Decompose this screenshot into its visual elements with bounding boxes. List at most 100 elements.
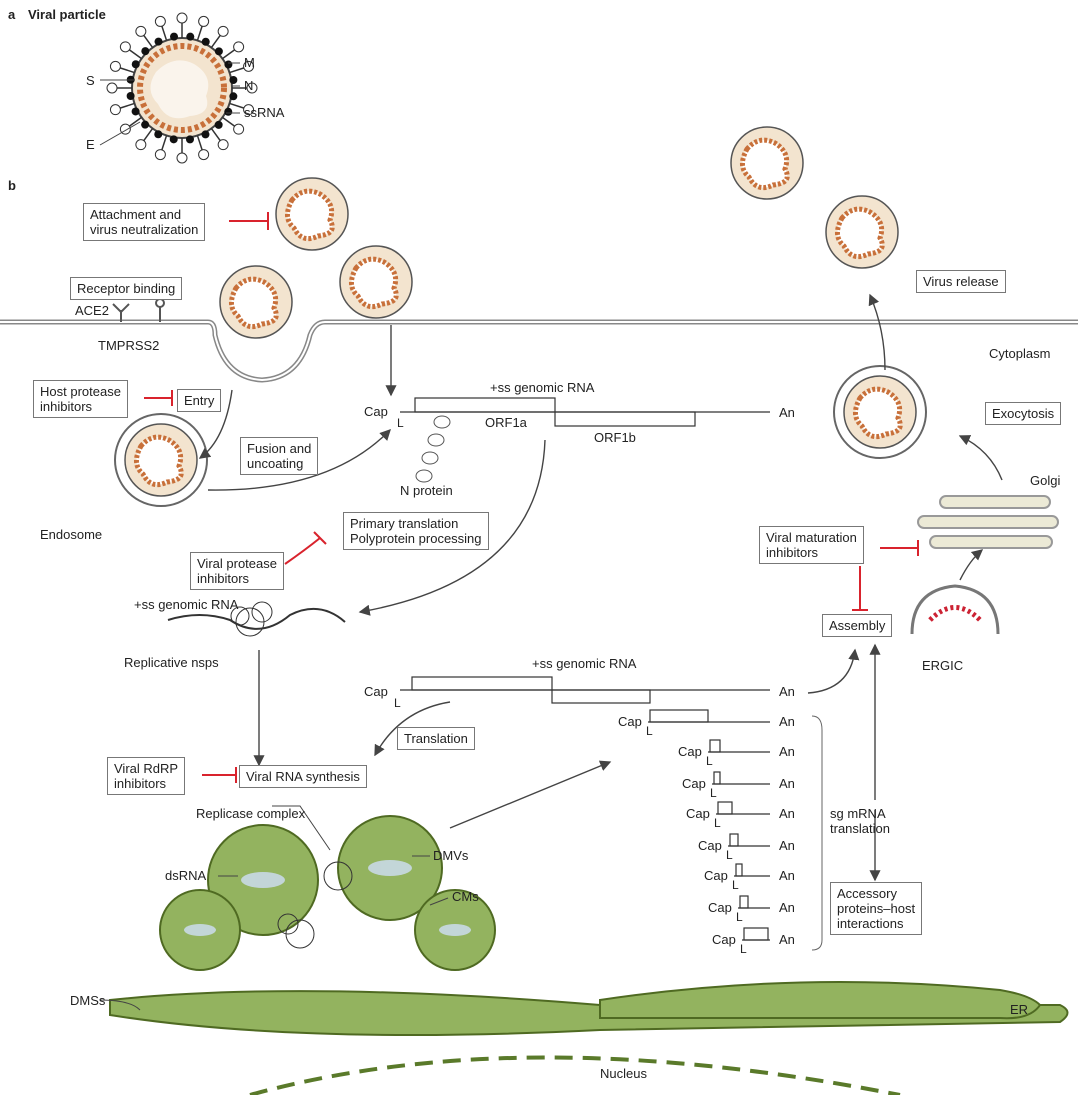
- sg-cap-label: Cap: [698, 838, 722, 853]
- spike-head: [155, 16, 165, 26]
- spike: [211, 128, 220, 141]
- sg-l-label: L: [714, 816, 721, 831]
- viral-rdrp-box: Viral RdRP inhibitors: [107, 757, 185, 795]
- label-ergic: ERGIC: [922, 658, 963, 673]
- viral-protease-box: Viral protease inhibitors: [190, 552, 284, 590]
- sg-orf-box: [744, 928, 768, 940]
- sg-orf-box: [650, 710, 708, 722]
- exocytosis-box: Exocytosis: [985, 402, 1061, 425]
- sg-cap-label: Cap: [708, 900, 732, 915]
- sg-an-label: An: [779, 868, 795, 883]
- er-dmv-complex: [110, 816, 1068, 1035]
- sg-an-label: An: [779, 900, 795, 915]
- membrane-protein: [141, 47, 149, 55]
- membrane-protein: [170, 33, 178, 41]
- spike-head: [218, 26, 228, 36]
- viral-maturation-box: Viral maturation inhibitors: [759, 526, 864, 564]
- label-genomic-rna-3: +ss genomic RNA: [532, 656, 636, 671]
- membrane-protein: [229, 76, 237, 84]
- assembly-box: Assembly: [822, 614, 892, 637]
- label-tmprss2: TMPRSS2: [98, 338, 159, 353]
- sg-l-label: L: [740, 942, 747, 957]
- label-genomic-rna-1: +ss genomic RNA: [490, 380, 594, 395]
- sg-an-label: An: [779, 744, 795, 759]
- sg-l-label: L: [706, 754, 713, 769]
- membrane-protein: [186, 135, 194, 143]
- spike: [197, 25, 202, 40]
- label-cms: CMs: [452, 889, 479, 904]
- label-orf1b: ORF1b: [594, 430, 636, 445]
- label-cytoplasm: Cytoplasm: [989, 346, 1050, 361]
- spike-head: [177, 153, 187, 163]
- membrane-protein: [127, 92, 135, 100]
- sg-orf-box: [718, 802, 732, 814]
- membrane-protein: [186, 33, 194, 41]
- host-protease-box: Host protease inhibitors: [33, 380, 128, 418]
- receptor-binding-box: Receptor binding: [70, 277, 182, 300]
- spike-head: [218, 140, 228, 150]
- label-cap-1: Cap: [364, 404, 388, 419]
- spike-head: [136, 140, 146, 150]
- fusion-box: Fusion and uncoating: [240, 437, 318, 475]
- membrane-protein: [224, 61, 232, 69]
- spike-head: [110, 61, 120, 71]
- spike: [143, 128, 152, 141]
- membrane-protein: [170, 135, 178, 143]
- sg-an-label: An: [779, 932, 795, 947]
- spike-head: [155, 150, 165, 160]
- spike: [143, 35, 152, 48]
- label-dsrna: dsRNA: [165, 868, 206, 883]
- spike: [197, 136, 202, 151]
- label-endosome: Endosome: [40, 527, 102, 542]
- membrane-protein: [229, 92, 237, 100]
- membrane-protein: [141, 121, 149, 129]
- spike: [230, 68, 245, 73]
- spike: [162, 25, 167, 40]
- label-an-1: An: [779, 405, 795, 420]
- membrane-protein: [155, 38, 163, 46]
- sg-cap-label: Cap: [618, 714, 642, 729]
- sg-an-label: An: [779, 776, 795, 791]
- membrane-protein: [224, 108, 232, 116]
- label-replicative-nsps: Replicative nsps: [124, 655, 219, 670]
- spike-head: [136, 26, 146, 36]
- label-l-1: L: [397, 416, 404, 431]
- label-nucleus: Nucleus: [600, 1066, 647, 1081]
- sg-orf-box: [714, 772, 720, 784]
- spike-head: [107, 83, 117, 93]
- label-ace2: ACE2: [75, 303, 109, 318]
- spike: [211, 35, 220, 48]
- membrane-protein: [132, 107, 140, 115]
- sg-orf-box: [740, 896, 748, 908]
- label-an-2: An: [779, 684, 795, 699]
- sg-l-label: L: [726, 848, 733, 863]
- sg-orf-box: [710, 740, 720, 752]
- sg-l-label: L: [736, 910, 743, 925]
- viral-rna-synthesis-box: Viral RNA synthesis: [239, 765, 367, 788]
- sg-an-label: An: [779, 714, 795, 729]
- spike: [119, 68, 134, 73]
- label-n-protein: N protein: [400, 483, 453, 498]
- spike: [222, 49, 235, 58]
- label-dmvs: DMVs: [433, 848, 468, 863]
- attachment-box: Attachment and virus neutralization: [83, 203, 205, 241]
- label-er: ER: [1010, 1002, 1028, 1017]
- label-genomic-rna-2: +ss genomic RNA: [134, 597, 238, 612]
- label-e: E: [86, 137, 95, 152]
- membrane-protein: [202, 38, 210, 46]
- label-dmss: DMSs: [70, 993, 105, 1008]
- entry-box: Entry: [177, 389, 221, 412]
- panel-b-label: b: [8, 178, 16, 193]
- spike-head: [234, 124, 244, 134]
- virus-release-box: Virus release: [916, 270, 1006, 293]
- sg-an-label: An: [779, 838, 795, 853]
- spike-head: [120, 42, 130, 52]
- sg-l-label: L: [646, 724, 653, 739]
- sg-cap-label: Cap: [682, 776, 706, 791]
- label-l-2: L: [394, 696, 401, 711]
- sg-cap-label: Cap: [678, 744, 702, 759]
- spike-head: [199, 16, 209, 26]
- golgi: [918, 496, 1058, 548]
- label-m: M: [244, 55, 255, 70]
- membrane-protein: [154, 130, 162, 138]
